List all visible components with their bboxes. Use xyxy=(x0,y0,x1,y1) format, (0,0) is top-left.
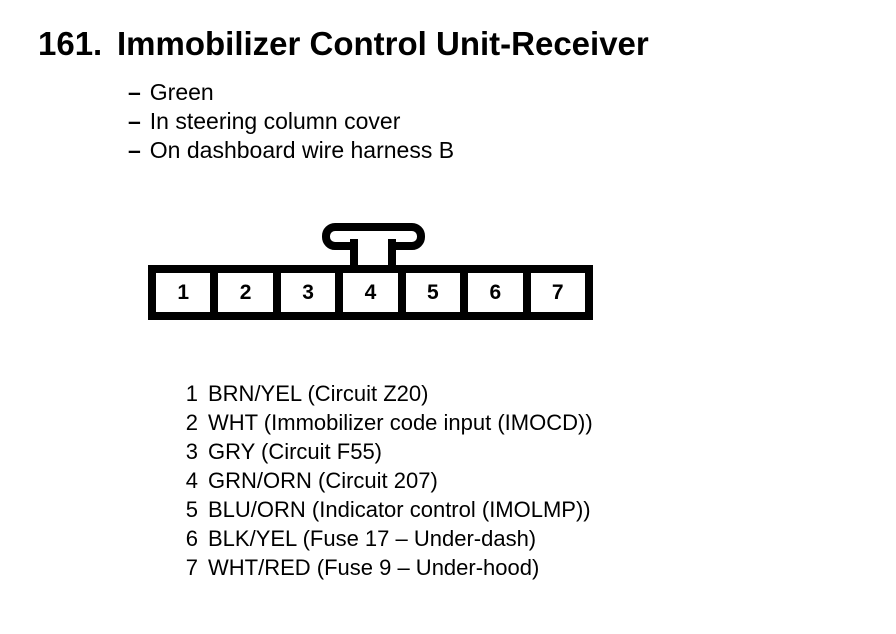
connector-body: 1 2 3 4 5 6 7 xyxy=(148,265,593,320)
pin-description: GRY (Circuit F55) xyxy=(208,439,383,464)
note-dash: – xyxy=(128,79,141,105)
note-item: – On dashboard wire harness B xyxy=(128,136,454,165)
pin-description: BLU/ORN (Indicator control (IMOLMP)) xyxy=(208,497,591,522)
pin-number: 3 xyxy=(185,439,198,464)
connector-diagram: 1 2 3 4 5 6 7 xyxy=(148,223,593,320)
pin-description: GRN/ORN (Circuit 207) xyxy=(208,468,438,493)
pin-description: WHT (Immobilizer code input (IMOCD)) xyxy=(208,410,593,435)
connector-pin-2: 2 xyxy=(218,273,273,312)
pin-number: 6 xyxy=(185,526,198,551)
section-title: 161. Immobilizer Control Unit-Receiver xyxy=(38,27,649,60)
pin-number: 4 xyxy=(185,468,198,493)
notes-list: – Green – In steering column cover – On … xyxy=(128,78,454,165)
note-dash: – xyxy=(128,108,141,134)
note-item: – In steering column cover xyxy=(128,107,454,136)
note-text: On dashboard wire harness B xyxy=(149,137,455,163)
pin-description: WHT/RED (Fuse 9 – Under-hood) xyxy=(208,555,540,580)
note-dash: – xyxy=(128,137,141,163)
note-item: – Green xyxy=(128,78,454,107)
pin-number: 5 xyxy=(185,497,198,522)
pin-description: BLK/YEL (Fuse 17 – Under-dash) xyxy=(208,526,537,551)
connector-pin-6: 6 xyxy=(468,273,523,312)
note-text: Green xyxy=(149,79,214,105)
note-text: In steering column cover xyxy=(149,108,401,134)
section-number: 161. xyxy=(38,25,103,62)
connector-pin-5: 5 xyxy=(405,273,461,312)
pin-number: 7 xyxy=(185,555,198,580)
pin-number: 1 xyxy=(185,381,198,406)
connector-pin-1: 1 xyxy=(156,273,211,312)
pin-number: 2 xyxy=(185,410,198,435)
pin-description: BRN/YEL (Circuit Z20) xyxy=(208,381,429,406)
connector-pin-3: 3 xyxy=(280,273,336,312)
connector-pin-4: 4 xyxy=(343,273,398,312)
page-title: Immobilizer Control Unit-Receiver xyxy=(117,25,649,62)
connector-pin-7: 7 xyxy=(530,273,585,312)
connector-latch-stem xyxy=(350,239,396,265)
pin-description-list: 1 BRN/YEL (Circuit Z20) 2 WHT (Immobiliz… xyxy=(185,379,593,582)
